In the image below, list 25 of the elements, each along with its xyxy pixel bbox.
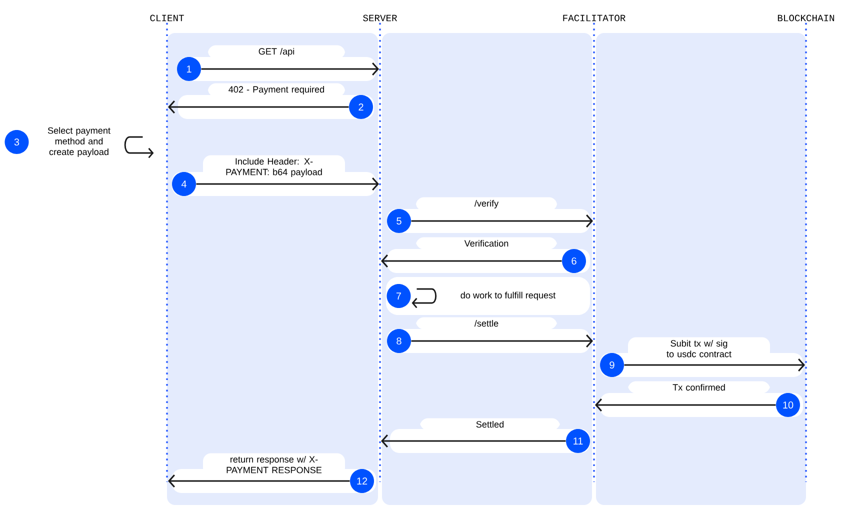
step-badge: 3 xyxy=(4,130,29,154)
step-badge: 2 xyxy=(349,95,373,119)
message-arrow xyxy=(411,334,593,348)
message-arrow xyxy=(381,254,562,268)
edge-label: return response w/ X-PAYMENT RESPONSE xyxy=(203,453,345,476)
step-badge: 7 xyxy=(386,284,411,308)
participant-label: FACILITATOR xyxy=(563,14,626,22)
edge-label: Subit tx w/ sig to usdc contract xyxy=(628,337,770,360)
participant-label: CLIENT xyxy=(150,14,184,22)
message-arrow xyxy=(411,214,593,228)
step-badge: 4 xyxy=(172,172,196,196)
participant-label: SERVER xyxy=(363,14,398,22)
step-badge: 8 xyxy=(387,329,411,353)
participant-label: BLOCKCHAIN xyxy=(778,14,834,22)
message-arrow xyxy=(196,177,379,191)
step-badge: 5 xyxy=(387,209,411,233)
message-arrow xyxy=(168,100,349,114)
step-badge: 12 xyxy=(350,469,374,493)
step-badge: 1 xyxy=(177,57,201,81)
message-arrow xyxy=(381,434,566,448)
message-arrow xyxy=(201,62,379,76)
message-arrow xyxy=(168,474,350,488)
message-arrow xyxy=(595,398,776,412)
edge-label: Include Header: X-PAYMENT: b64 payload xyxy=(203,155,345,180)
message-arrow xyxy=(624,358,805,372)
